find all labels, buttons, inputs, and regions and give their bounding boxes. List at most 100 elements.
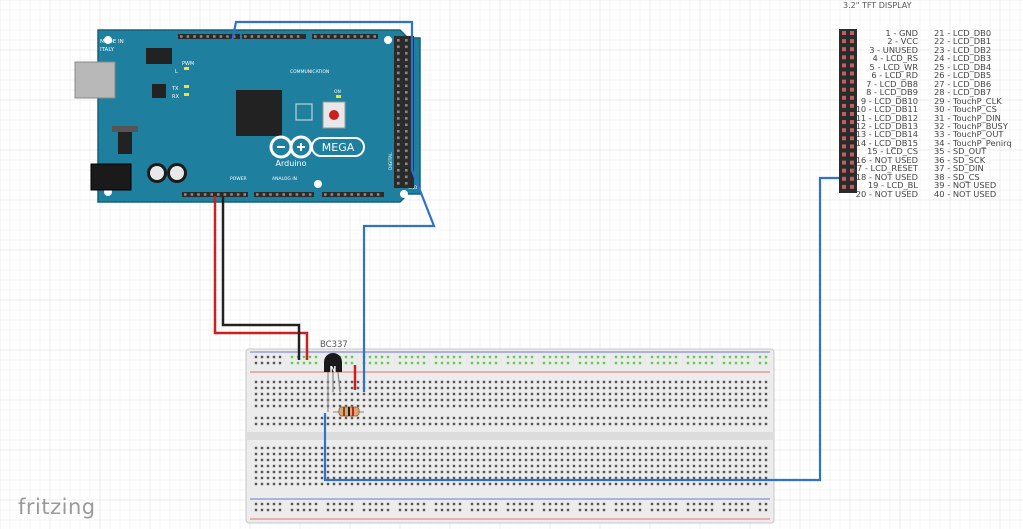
breadboard-hole (350, 404, 354, 408)
breadboard-hole (764, 502, 768, 506)
breadboard-hole (452, 470, 456, 474)
breadboard-hole (602, 422, 606, 426)
breadboard-hole (698, 458, 702, 462)
breadboard-hole (644, 470, 648, 474)
breadboard-hole (674, 446, 678, 450)
breadboard-hole (608, 482, 612, 486)
breadboard-hole (566, 392, 570, 396)
breadboard-hole (482, 502, 486, 506)
breadboard-hole (764, 422, 768, 426)
breadboard-hole (296, 446, 300, 450)
breadboard-hole (530, 386, 534, 390)
on-led-label: ON (334, 89, 341, 95)
breadboard-hole (662, 380, 666, 384)
breadboard-hole (392, 476, 396, 480)
breadboard-hole (458, 502, 462, 506)
breadboard-hole (596, 416, 600, 420)
breadboard-hole (728, 464, 732, 468)
breadboard-hole (752, 416, 756, 420)
breadboard-hole (458, 446, 462, 450)
breadboard-hole (698, 470, 702, 474)
header-pin (405, 84, 408, 88)
breadboard-hole (692, 361, 696, 365)
breadboard-hole (482, 398, 486, 402)
breadboard-hole (314, 482, 318, 486)
breadboard-hole (452, 458, 456, 462)
breadboard-hole (530, 422, 534, 426)
breadboard-hole (476, 482, 480, 486)
tft-pin (850, 71, 854, 76)
breadboard-hole (530, 361, 534, 365)
breadboard-hole (308, 355, 312, 359)
breadboard-hole (548, 482, 552, 486)
breadboard-hole (542, 355, 546, 359)
header-pin (405, 39, 408, 42)
breadboard-hole (548, 380, 552, 384)
breadboard-hole (578, 404, 582, 408)
breadboard-hole (680, 380, 684, 384)
breadboard-hole (464, 416, 468, 420)
breadboard-hole (692, 380, 696, 384)
header-pin (199, 35, 203, 38)
breadboard-hole (656, 464, 660, 468)
breadboard-hole (284, 470, 288, 474)
breadboard-hole (638, 386, 642, 390)
breadboard-hole (620, 398, 624, 402)
breadboard-hole (746, 508, 750, 512)
breadboard-hole (728, 508, 732, 512)
breadboard-hole (320, 476, 324, 480)
breadboard-hole (560, 392, 564, 396)
breadboard-hole (332, 422, 336, 426)
breadboard-hole (434, 380, 438, 384)
breadboard-hole (494, 398, 498, 402)
breadboard-hole (530, 446, 534, 450)
breadboard-hole (398, 476, 402, 480)
breadboard-hole (410, 446, 414, 450)
breadboard-hole (386, 404, 390, 408)
breadboard-hole (704, 386, 708, 390)
breadboard-hole (266, 422, 270, 426)
breadboard-hole (704, 422, 708, 426)
breadboard-hole (686, 452, 690, 456)
breadboard-hole (440, 355, 444, 359)
breadboard-hole (680, 386, 684, 390)
breadboard-hole (548, 392, 552, 396)
breadboard-hole (734, 446, 738, 450)
breadboard-hole (704, 452, 708, 456)
breadboard-hole (380, 446, 384, 450)
breadboard-hole (452, 422, 456, 426)
led-on (336, 95, 341, 98)
breadboard-hole (554, 361, 558, 365)
breadboard-hole (530, 398, 534, 402)
tft-pin-label: 7 - LCD_DB8 (866, 78, 918, 89)
breadboard-hole (326, 502, 330, 506)
breadboard-hole (422, 476, 426, 480)
breadboard-hole (284, 386, 288, 390)
breadboard-hole (410, 416, 414, 420)
breadboard-hole (698, 361, 702, 365)
breadboard-hole (668, 476, 672, 480)
breadboard-hole (500, 470, 504, 474)
breadboard-hole (728, 422, 732, 426)
breadboard-hole (596, 392, 600, 396)
breadboard-hole (368, 470, 372, 474)
breadboard-hole (422, 508, 426, 512)
breadboard-hole (590, 446, 594, 450)
breadboard-hole (254, 446, 258, 450)
breadboard-hole (488, 470, 492, 474)
header-pin (397, 182, 400, 185)
breadboard-hole (638, 392, 642, 396)
breadboard-hole (656, 398, 660, 402)
breadboard-hole (440, 422, 444, 426)
breadboard-hole (626, 404, 630, 408)
breadboard-hole (482, 361, 486, 365)
breadboard-hole (554, 482, 558, 486)
fritzing-logo: fritzing (18, 495, 96, 519)
breadboard-hole (752, 482, 756, 486)
breadboard-hole (548, 416, 552, 420)
breadboard-hole (410, 386, 414, 390)
breadboard-hole (602, 502, 606, 506)
breadboard-hole (602, 380, 606, 384)
breadboard-hole (614, 482, 618, 486)
breadboard-hole (662, 470, 666, 474)
